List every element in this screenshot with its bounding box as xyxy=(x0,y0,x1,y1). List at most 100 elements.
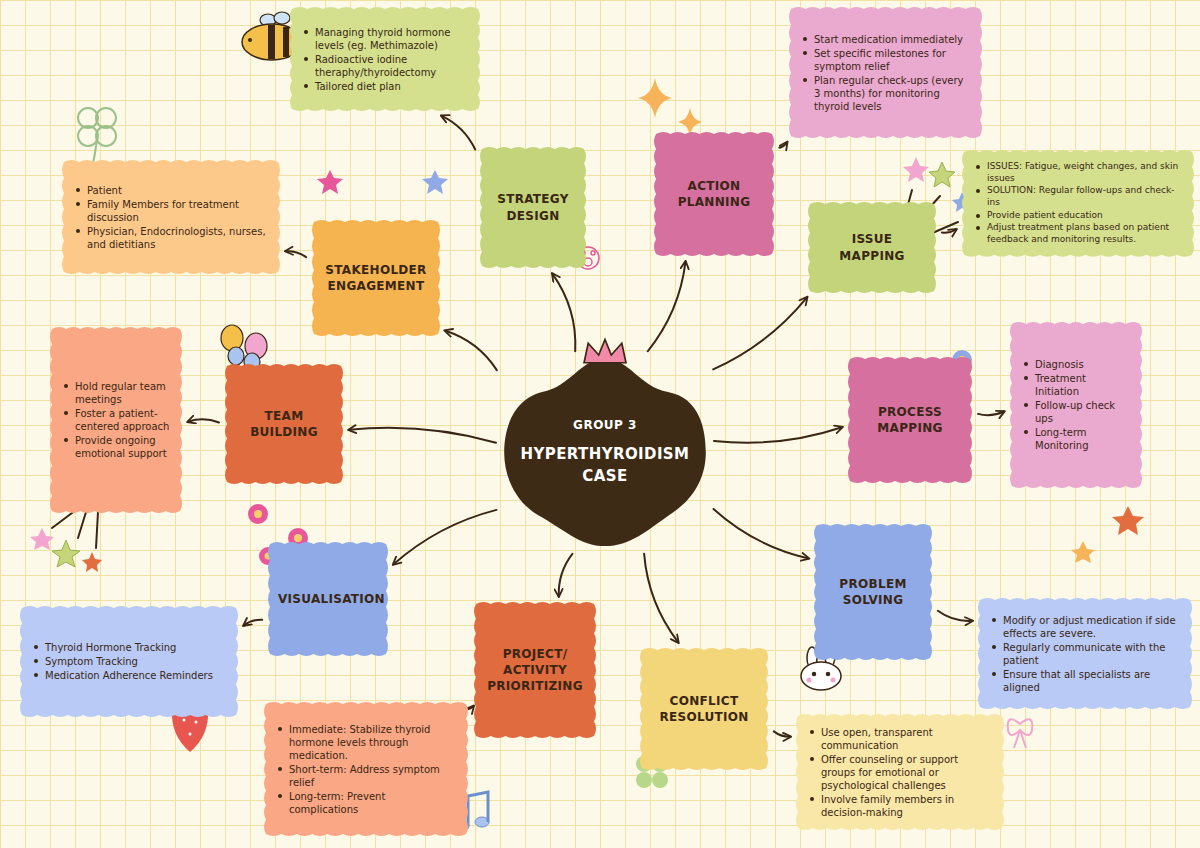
topic-box: PROBLEM SOLVING xyxy=(812,522,934,662)
node-content: ISSUES: Fatigue, weight changes, and ski… xyxy=(960,148,1196,259)
wavy-shape xyxy=(976,596,1194,711)
topic-title: ISSUE MAPPING xyxy=(818,231,926,263)
bullet-dot xyxy=(976,165,980,169)
sparkle-icon xyxy=(678,108,702,136)
sparkle-icon xyxy=(638,78,672,118)
bullet-dot xyxy=(76,202,80,206)
topic-title: PROCESS MAPPING xyxy=(858,404,962,436)
bullet-item: Patient xyxy=(74,184,268,197)
bullet-item: Follow-up check ups xyxy=(1022,399,1130,425)
star-icon xyxy=(30,528,54,550)
curved-arrow xyxy=(469,706,474,709)
topic-title: ACTION PLANNING xyxy=(664,178,764,210)
node-content: ACTION PLANNING xyxy=(652,166,776,222)
wavy-shape xyxy=(846,355,974,485)
bullet-dot xyxy=(1024,403,1028,407)
detail-box: Managing thyroid hormone levels (eg. Met… xyxy=(288,5,482,113)
node-content: DiagnosisTreatment InitiationFollow-up c… xyxy=(1008,345,1144,465)
topic-title: TEAM BUILDING xyxy=(235,408,333,440)
bullet-dot xyxy=(34,659,38,663)
wavy-outline xyxy=(789,7,982,138)
bullet-dot xyxy=(810,757,814,761)
bullet-item: Set specific milestones for symptom reli… xyxy=(801,47,970,73)
bullet-dot xyxy=(64,411,68,415)
star-icon xyxy=(903,157,929,182)
node-content: PROBLEM SOLVING xyxy=(812,564,934,620)
bullet-item: Tailored diet plan xyxy=(302,80,468,93)
detail-box: ISSUES: Fatigue, weight changes, and ski… xyxy=(960,148,1196,259)
wavy-outline xyxy=(640,648,768,770)
crown-icon xyxy=(584,339,626,362)
bullet-dot xyxy=(810,797,814,801)
bullet-dot xyxy=(304,30,308,34)
detail-box: Immediate: Stabilize thyroid hormone lev… xyxy=(262,700,470,838)
wavy-shape xyxy=(806,200,938,295)
wavy-outline xyxy=(796,714,1004,830)
bullet-item: Short-term: Address symptom relief xyxy=(276,763,456,789)
detail-box: Use open, transparent communicationOffer… xyxy=(794,712,1006,832)
detail-box: Hold regular team meetingsFoster a patie… xyxy=(48,325,184,515)
bullet-dot xyxy=(1024,430,1028,434)
bullet-item: Long-term: Prevent complications xyxy=(276,790,456,816)
node-content: Use open, transparent communicationOffer… xyxy=(794,713,1006,832)
bullet-item: ISSUES: Fatigue, weight changes, and ski… xyxy=(974,161,1182,184)
bullet-dot xyxy=(976,226,980,230)
bullet-dot xyxy=(992,618,996,622)
bullet-item: Plan regular check-ups (every 3 months) … xyxy=(801,74,970,113)
node-content: CONFLICT RESOLUTION xyxy=(638,681,770,737)
curved-arrow xyxy=(559,554,573,596)
wavy-outline xyxy=(962,150,1194,257)
bullet-item: Hold regular team meetings xyxy=(62,380,170,406)
bullet-dot xyxy=(810,730,814,734)
bullet-item: Physician, Endocrinologists, nurses, and… xyxy=(74,225,268,251)
bullet-item: SOLUTION: Regular follow-ups and check-i… xyxy=(974,185,1182,208)
curved-arrow xyxy=(978,412,1004,416)
bullet-dot xyxy=(278,794,282,798)
curved-arrow xyxy=(714,509,809,558)
wavy-outline xyxy=(20,606,238,717)
node-content: Managing thyroid hormone levels (eg. Met… xyxy=(288,13,482,106)
node-content: GROUP 3 HYPERTHYROIDISM CASE xyxy=(500,398,710,508)
bullet-item: Thyroid Hormone Tracking xyxy=(32,641,226,654)
group-label: GROUP 3 xyxy=(520,418,690,432)
bullet-dot xyxy=(803,51,807,55)
curved-arrow xyxy=(644,554,678,643)
wavy-outline xyxy=(480,147,586,268)
curved-arrow xyxy=(713,297,807,369)
curved-arrow xyxy=(442,116,476,150)
star-icon xyxy=(52,540,80,567)
wavy-outline xyxy=(225,364,343,484)
wavy-shape xyxy=(812,522,934,662)
wavy-outline xyxy=(654,132,774,256)
topic-box: CONFLICT RESOLUTION xyxy=(638,646,770,772)
detail-box: Modify or adjust medication if side effe… xyxy=(976,596,1194,711)
bow-icon xyxy=(1008,719,1033,748)
bullet-item: Provide ongoing emotional support xyxy=(62,434,170,460)
wavy-outline xyxy=(290,7,480,111)
bullet-item: Diagnosis xyxy=(1022,358,1130,371)
bullet-item: Treatment Initiation xyxy=(1022,372,1130,398)
curved-arrow xyxy=(714,427,842,443)
detail-box: Start medication immediatelySet specific… xyxy=(787,5,984,140)
bullet-dot xyxy=(34,673,38,677)
bullet-item: Regularly communicate with the patient xyxy=(990,641,1180,667)
node-content: PROJECT/ ACTIVITY PRIORITIZING xyxy=(472,634,598,707)
bullet-dot xyxy=(76,229,80,233)
star-icon xyxy=(317,170,343,194)
curved-arrow xyxy=(942,230,956,233)
case-title: HYPERTHYROIDISM CASE xyxy=(520,444,690,488)
bullet-dot xyxy=(1024,362,1028,366)
wavy-outline xyxy=(62,160,280,274)
wavy-shape xyxy=(223,362,345,486)
detail-box: Thyroid Hormone TrackingSymptom Tracking… xyxy=(18,604,240,719)
topic-title: CONFLICT RESOLUTION xyxy=(650,693,758,725)
topic-box: PROCESS MAPPING xyxy=(846,355,974,485)
bullet-item: Symptom Tracking xyxy=(32,655,226,668)
bullet-dot xyxy=(76,188,80,192)
wavy-outline xyxy=(474,602,596,738)
node-content: PROCESS MAPPING xyxy=(846,392,974,448)
bullet-dot xyxy=(278,727,282,731)
bullet-item: Managing thyroid hormone levels (eg. Met… xyxy=(302,26,468,52)
topic-title: PROJECT/ ACTIVITY PRIORITIZING xyxy=(484,646,586,695)
wavy-outline xyxy=(978,598,1192,709)
